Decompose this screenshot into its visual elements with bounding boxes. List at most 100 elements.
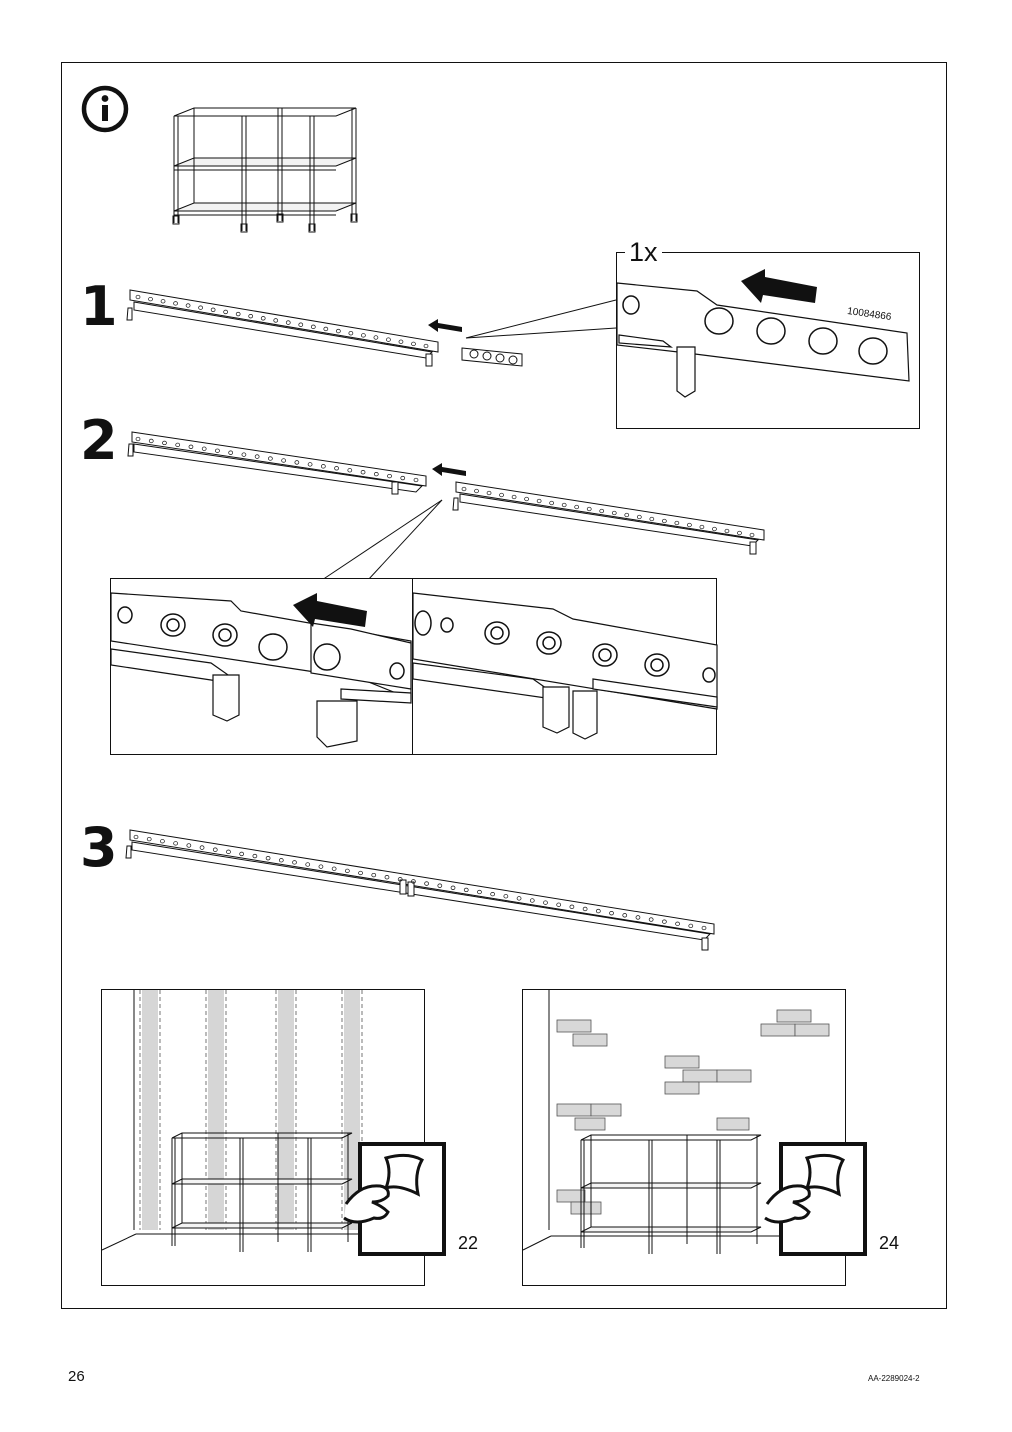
rail-hole [310, 324, 316, 329]
rail-hole [701, 925, 707, 931]
rail-hole [461, 486, 467, 492]
rail-hole [549, 500, 555, 506]
document-code: AA-2289024-2 [868, 1374, 920, 1383]
shelf-unit-illustration [172, 107, 358, 233]
rail-hole [361, 333, 366, 338]
step-number-1: 1 [80, 275, 118, 338]
rail-hole [285, 320, 291, 325]
rail-hole [133, 834, 139, 840]
rail-hole [201, 446, 207, 451]
rail-hole [749, 532, 755, 538]
rail-hole [335, 328, 341, 334]
rail-hole [477, 889, 482, 895]
rail-hole [529, 898, 535, 903]
rail-hole [228, 450, 234, 455]
rail-hole [252, 853, 258, 859]
rail-hole [162, 440, 167, 446]
rail-hole [609, 911, 614, 916]
rail-hole [226, 849, 231, 854]
step2-right-rail [452, 481, 765, 555]
rail-hole [674, 520, 680, 526]
detail-before-drawing [110, 592, 412, 748]
rail-hole [254, 454, 260, 459]
rail-hole [223, 309, 229, 315]
rail-hole [561, 502, 567, 508]
rail-hole [281, 458, 286, 463]
rail-hole [622, 913, 628, 918]
rail-hole [135, 294, 141, 300]
step1-rail [126, 289, 439, 367]
rail-hole [265, 856, 271, 861]
rail-hole [320, 464, 326, 469]
rail-hole [516, 896, 522, 901]
rail-hole [215, 448, 220, 453]
rail-hole [411, 879, 416, 884]
rail-hole [268, 456, 273, 461]
rail-hole [397, 877, 403, 882]
rail-hole [569, 904, 575, 909]
rail-hole [574, 504, 580, 510]
info-icon [81, 85, 129, 133]
rail-hole [586, 506, 592, 512]
rail-hole [661, 518, 667, 524]
rail-hole [331, 866, 337, 871]
rail-hole [536, 498, 542, 504]
rail-hole [307, 462, 313, 467]
rail-hole [624, 512, 630, 518]
rail-hole [146, 836, 152, 842]
step2-detail-after [412, 578, 718, 755]
rail-hole [334, 466, 339, 471]
rail-hole [384, 875, 390, 880]
wall-brick-drawing [522, 990, 830, 1254]
callout-pointer [465, 299, 617, 339]
rail-hole [599, 508, 605, 514]
wall-studs-drawing [101, 990, 392, 1252]
rail-hole [305, 862, 311, 867]
rail-hole [486, 490, 492, 496]
step1-arrow-icon [428, 319, 462, 332]
rail-hole [135, 436, 141, 442]
rail-hole [556, 902, 562, 907]
rail-hole [648, 917, 654, 922]
rail-hole [148, 438, 154, 444]
rail-hole [148, 296, 153, 302]
rail-hole [398, 339, 404, 344]
rail-hole [503, 894, 509, 899]
rail-hole [273, 318, 279, 323]
wall-brick-panel: 24 [522, 989, 899, 1286]
rail-hole [386, 337, 391, 342]
callout-box: 1x 10084866 [616, 237, 920, 429]
manual-page-icon [343, 1142, 446, 1256]
rail-hole [724, 528, 730, 534]
step-number-2: 2 [80, 409, 118, 472]
rail-hole [400, 475, 406, 481]
instruction-frame [61, 62, 947, 1309]
wall-plugs-ref: 22 [458, 1233, 479, 1253]
rail-hole [662, 919, 667, 924]
rail-hole [294, 460, 300, 465]
manual-page-icon [764, 1142, 867, 1256]
rail-hole [188, 444, 194, 449]
rail-hole [582, 906, 588, 912]
rail-hole [173, 301, 178, 306]
rail-hole [699, 524, 705, 530]
rail-hole [499, 492, 504, 498]
step-number-3: 3 [80, 816, 118, 879]
rail-hole [424, 881, 429, 886]
rail-hole [595, 908, 601, 914]
rail-hole [450, 885, 456, 890]
step3-rail [125, 829, 715, 951]
rail-hole [712, 526, 717, 532]
step2-zoom-pointer [321, 499, 443, 581]
rail-hole [198, 305, 203, 310]
rail-hole [371, 872, 377, 878]
rail-hole [344, 868, 350, 874]
rail-hole [543, 900, 548, 905]
rail-hole [175, 442, 181, 448]
rail-hole [636, 514, 642, 520]
step2-arrow-icon [432, 463, 466, 476]
detail-after-drawing [412, 592, 718, 740]
rail-hole [199, 845, 205, 850]
rail-hole [173, 841, 178, 846]
rail-hole [649, 516, 655, 522]
